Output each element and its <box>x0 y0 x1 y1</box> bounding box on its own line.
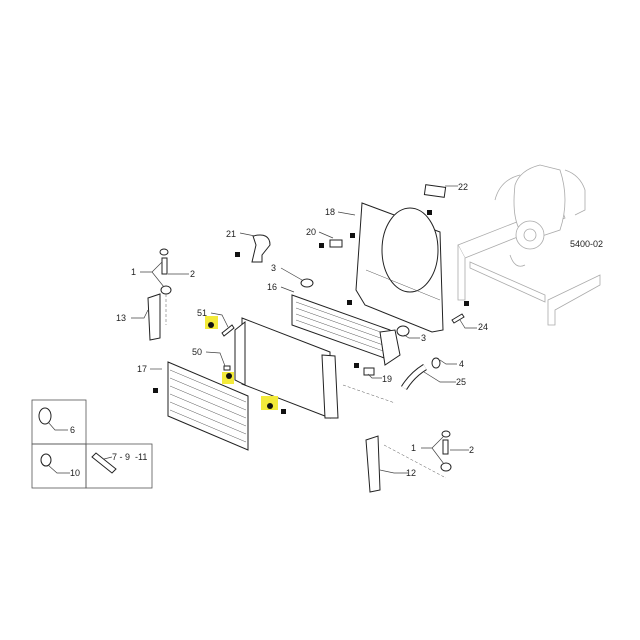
chassis-background <box>457 164 601 326</box>
radiator <box>234 317 339 419</box>
callout-2-upper: 2 <box>190 269 195 279</box>
callout-1-upper: 1 <box>131 267 136 277</box>
callout-51: 51 <box>197 308 207 318</box>
leader-lines <box>47 185 477 474</box>
part-2-lower <box>442 439 449 455</box>
callout-50: 50 <box>192 347 202 357</box>
reference-code: 5400-02 <box>570 239 603 249</box>
ring-4 <box>431 357 441 369</box>
callout-10: 10 <box>70 468 80 478</box>
bracket-13 <box>147 293 161 341</box>
clamp-6 <box>38 407 52 425</box>
part-21 <box>251 234 271 263</box>
callout-21: 21 <box>226 229 236 239</box>
callout-6: 6 <box>70 425 75 435</box>
callout-12: 12 <box>406 468 416 478</box>
legend-boxes <box>31 399 153 489</box>
part-3-upper <box>300 278 314 288</box>
callout-20: 20 <box>306 227 316 237</box>
intercooler <box>291 294 401 366</box>
part-1-lower-a <box>441 430 451 438</box>
callout-1-lower: 1 <box>411 443 416 453</box>
part-3-lower <box>396 325 410 337</box>
bolt-50 <box>223 365 231 371</box>
callout-17: 17 <box>137 364 147 374</box>
part-20 <box>329 239 343 248</box>
bolt-51 <box>221 324 235 337</box>
callout-18: 18 <box>325 207 335 217</box>
part-2-upper <box>161 257 168 275</box>
callout-4: 4 <box>459 359 464 369</box>
callout-16: 16 <box>267 282 277 292</box>
callout-19: 19 <box>382 374 392 384</box>
bracket-12 <box>365 435 381 493</box>
callout-13: 13 <box>116 313 126 323</box>
callout-3-upper: 3 <box>271 263 276 273</box>
part-19 <box>363 367 375 376</box>
callout-22: 22 <box>458 182 468 192</box>
callout-25: 25 <box>456 377 466 387</box>
callout-24: 24 <box>478 322 488 332</box>
nut-10 <box>40 453 52 467</box>
part-1-upper-a <box>159 248 169 256</box>
bolt-7-9-11 <box>91 452 117 474</box>
callout-7-9-11: 7 - 9 -11 <box>112 452 147 462</box>
highlight-radiator <box>261 396 278 410</box>
part-1-upper-b <box>160 285 172 295</box>
reference-markers <box>153 210 469 414</box>
part-1-lower-b <box>440 462 452 472</box>
fan-shroud <box>355 202 444 333</box>
part-22 <box>423 184 447 198</box>
condenser <box>167 361 249 451</box>
bolt-24 <box>451 313 465 324</box>
callouts: 22 18 21 20 1 2 3 16 13 51 24 3 50 4 1 7 … <box>70 182 488 478</box>
callout-2-lower: 2 <box>469 445 474 455</box>
callout-3-lower: 3 <box>421 333 426 343</box>
